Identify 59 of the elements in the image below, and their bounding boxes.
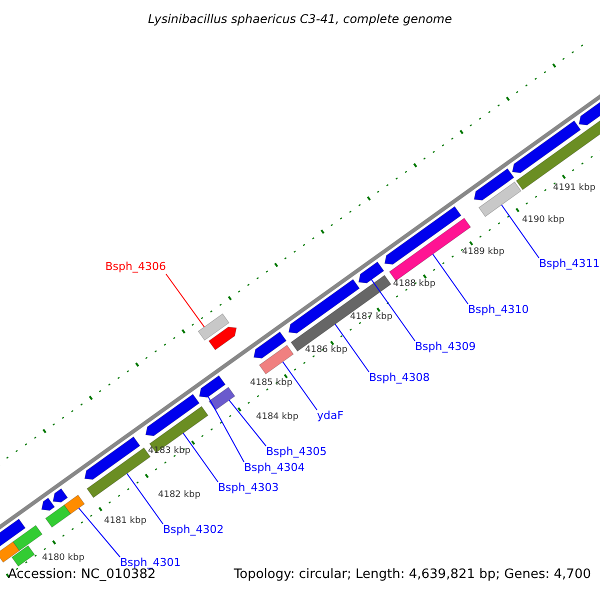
scale-label: 4180 kbp: [42, 554, 84, 563]
scale-label: 4183 kbp: [148, 447, 190, 456]
gene-feature: [11, 545, 35, 567]
gene-feature: [253, 331, 287, 359]
footer-text: Accession: NC_010382: [8, 568, 156, 581]
gene-feature: [358, 261, 384, 284]
gene-label: Bsph_4309: [415, 340, 477, 354]
scale-label: 4191 kbp: [553, 184, 596, 193]
gene-feature: [84, 436, 140, 480]
scale-label: 4186 kbp: [305, 346, 348, 355]
scale-label: 4185 kbp: [250, 379, 292, 388]
title: Lysinibacillus sphaericus C3-41, complete genome: [148, 11, 452, 28]
scale-label: 4187 kbp: [350, 313, 392, 322]
gene-label: Bsph_4311: [539, 257, 600, 271]
scale-label: 4188 kbp: [393, 280, 436, 289]
gene-feature: [198, 313, 230, 341]
leader-line: [182, 432, 218, 482]
gene-feature: [145, 394, 200, 436]
leader-line: [334, 324, 370, 372]
gene-feature: [208, 326, 237, 350]
gene-feature: [208, 386, 236, 411]
gene-feature: [64, 494, 85, 514]
gene-feature: [384, 206, 462, 265]
leader-line: [126, 473, 164, 524]
gene-label: ydaF: [317, 409, 379, 423]
gene-feature: [41, 498, 55, 511]
scale-label: 4189 kbp: [462, 248, 504, 257]
gene-label: Bsph_4308: [369, 371, 431, 385]
gene-label: Bsph_4305: [266, 445, 328, 459]
gene-feature: [0, 541, 20, 563]
leader-line: [166, 274, 205, 328]
leader-line: [208, 396, 244, 462]
leader-line: [371, 279, 416, 342]
gene-feature: [290, 274, 392, 352]
gene-feature: [45, 504, 72, 528]
gene-feature: [474, 168, 514, 201]
gene-feature: [198, 375, 226, 398]
scale-label: 4184 kbp: [256, 413, 298, 422]
scale-label: 4190 kbp: [522, 216, 564, 225]
gene-feature: [0, 518, 26, 548]
gene-label: Bsph_4306: [104, 260, 166, 274]
leader-line: [501, 204, 540, 258]
gene-feature: [12, 524, 43, 552]
gene-label: Bsph_4304: [244, 461, 306, 475]
gene-feature: [478, 182, 522, 217]
gene-feature: [149, 406, 208, 454]
scale-label: 4181 kbp: [104, 517, 146, 526]
gene-label: Bsph_4302: [163, 523, 225, 537]
leader-line: [78, 508, 120, 558]
gene-label: Bsph_4310: [468, 303, 530, 317]
leader-line: [228, 400, 266, 446]
gene-label: Bsph_4303: [218, 481, 280, 495]
gene-feature: [258, 344, 294, 374]
gene-feature: [512, 120, 581, 174]
gene-label: Bsph_4301: [120, 556, 182, 570]
scale-label: 4182 kbp: [158, 491, 200, 500]
leader-line: [282, 361, 318, 410]
leader-line: [432, 254, 468, 304]
footer-text: Topology: circular; Length: 4,639,821 bp; Genes: 4,700: [234, 568, 591, 581]
